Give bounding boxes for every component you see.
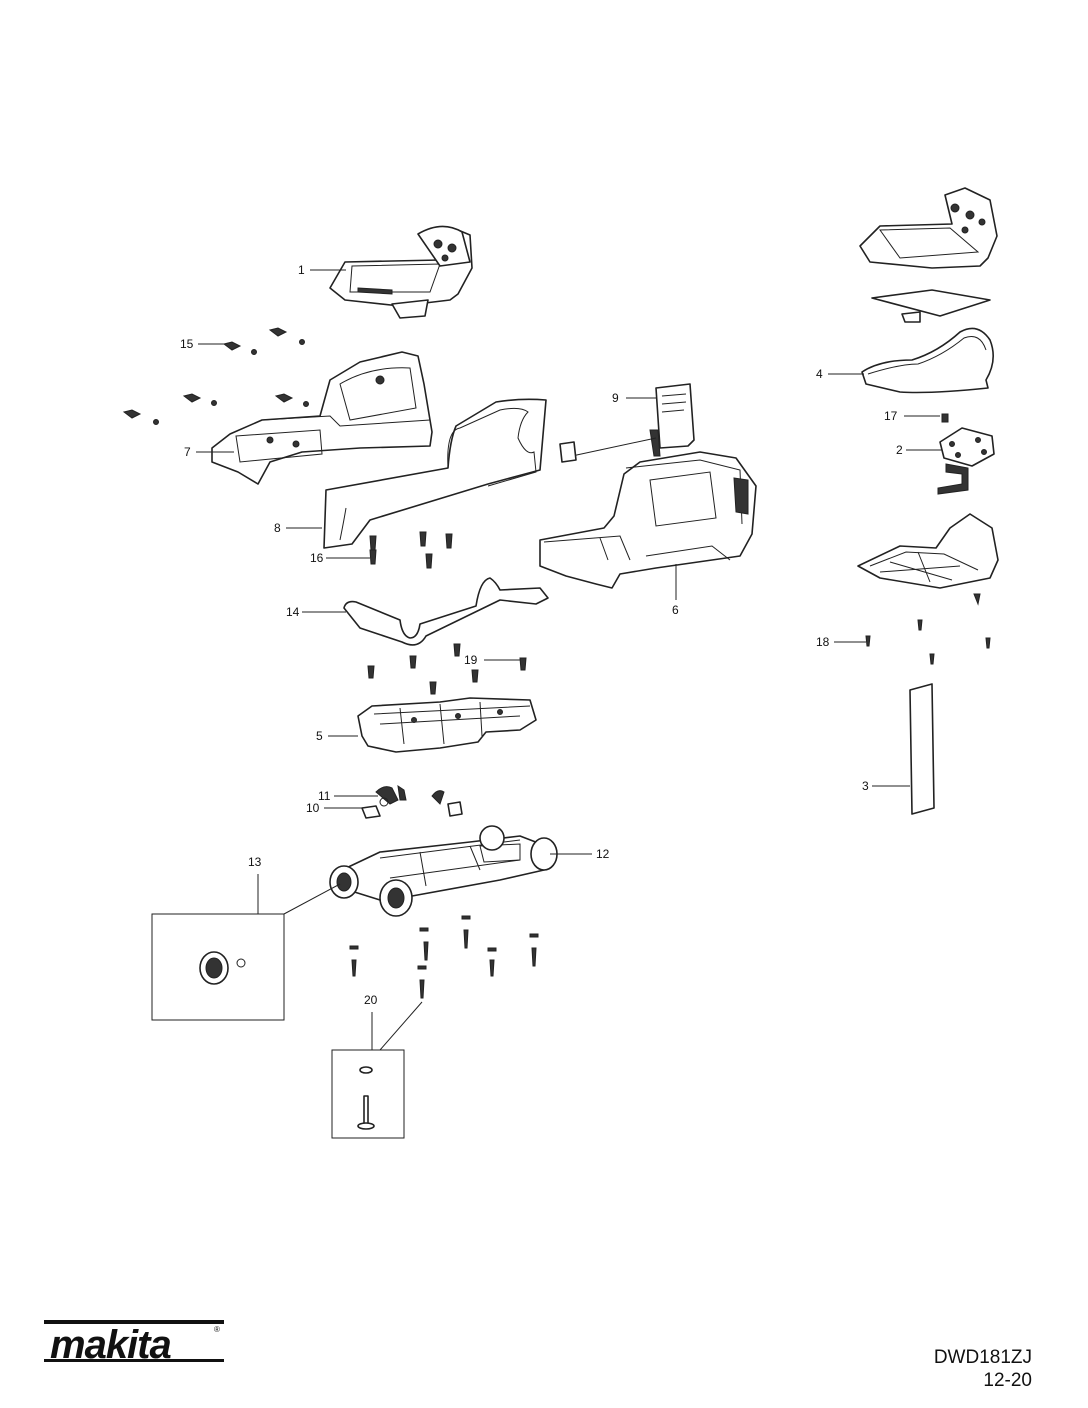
callouts: 1 2 3 4 5 6 7 8 9 10 11 12 13 14 15 16 1… xyxy=(180,263,903,1007)
callout-17: 17 xyxy=(884,409,898,423)
right-screws xyxy=(865,619,991,665)
callout-8: 8 xyxy=(274,521,281,535)
part-1-assembled-view xyxy=(859,187,998,323)
part-5-base-plate xyxy=(357,697,537,753)
callout-11: 11 xyxy=(318,789,331,803)
callout-15: 15 xyxy=(180,337,194,351)
right-tray xyxy=(857,513,999,606)
callout-19: 19 xyxy=(464,653,478,667)
svg-text:makita: makita xyxy=(50,1323,171,1364)
model-info: DWD181ZJ 12-20 xyxy=(934,1346,1032,1392)
part-7-left-housing xyxy=(211,351,433,485)
part-6-right-housing xyxy=(539,451,757,589)
callout-16: 16 xyxy=(310,551,324,565)
callout-5: 5 xyxy=(316,729,323,743)
revision-date: 12-20 xyxy=(983,1370,1032,1391)
leader-lines xyxy=(196,269,942,1051)
part-17-screw xyxy=(941,413,949,423)
part-10-11-clips xyxy=(361,784,463,819)
part-1-tablet-holder xyxy=(329,225,473,319)
callout-1: 1 xyxy=(298,263,305,277)
part-12-chassis xyxy=(329,825,558,917)
part-20-detail xyxy=(331,1049,405,1139)
callout-4: 4 xyxy=(816,367,823,381)
part-4-pad xyxy=(861,327,994,394)
callout-3: 3 xyxy=(862,779,869,793)
part-19-screws xyxy=(367,643,527,695)
callout-13: 13 xyxy=(248,855,262,869)
model-number: DWD181ZJ xyxy=(933,1347,1032,1368)
svg-text:®: ® xyxy=(214,1325,220,1334)
callout-2: 2 xyxy=(896,443,903,457)
callout-6: 6 xyxy=(672,603,679,617)
callout-12: 12 xyxy=(596,847,610,861)
callout-9: 9 xyxy=(612,391,619,405)
part-13-wheel-detail xyxy=(151,913,285,1021)
part-2-bracket xyxy=(937,427,995,495)
part-15-screws xyxy=(122,327,309,425)
callout-10: 10 xyxy=(306,801,320,815)
part-8-gasket xyxy=(323,398,547,549)
part-16-screws xyxy=(369,531,453,569)
part-20-screws xyxy=(349,915,539,999)
callout-20: 20 xyxy=(364,993,378,1007)
part-14-seal xyxy=(343,577,549,646)
callout-14: 14 xyxy=(286,605,300,619)
part-3-strip xyxy=(909,683,935,815)
part-9-bracket xyxy=(559,383,695,463)
callout-18: 18 xyxy=(816,635,830,649)
callout-7: 7 xyxy=(184,445,191,459)
makita-logo: makita ® xyxy=(44,1320,224,1364)
